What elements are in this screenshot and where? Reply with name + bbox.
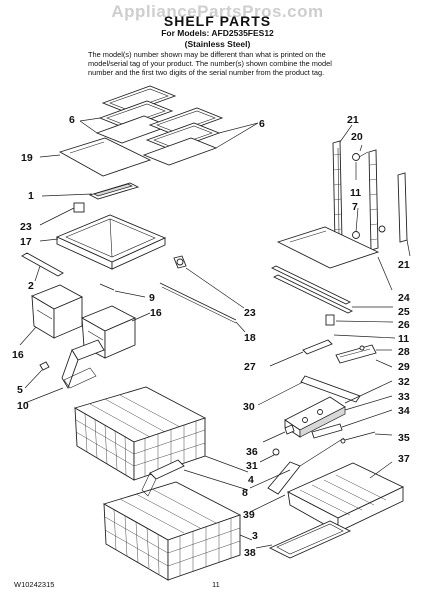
model-line: For Models: AFD2535FES12 [161,28,274,38]
lower-slide-bracket [257,375,361,406]
rod-clip [173,255,245,309]
variant-line: (Stainless Steel) [184,39,251,49]
callout-2: 2 [28,280,34,292]
small-screw [262,424,295,443]
callout-6-left: 6 [69,114,75,126]
callout-4: 4 [248,474,254,486]
control-knob [311,409,393,439]
callout-35: 35 [398,432,410,444]
callout-32: 32 [398,376,410,388]
upper-wire-basket [73,386,249,481]
callout-8: 9 [149,292,155,304]
drawer-bracket [24,339,105,404]
deli-trim [255,520,352,559]
crisper-cover-frame [39,182,167,270]
drawer-slide-assembly [335,344,393,368]
callout-1: 1 [28,190,34,202]
callout-labels: 6 6 19 1 23 17 2 9 16 16 5 10 23 18 21 2… [12,114,410,559]
right-rail-center [368,149,379,251]
callout-18: 17 [20,236,32,248]
glass-shelf [39,137,152,177]
screw-left [24,361,50,389]
callout-11-right: 11 [398,333,409,345]
callout-37: 37 [398,453,410,465]
callout-26: 26 [398,319,410,331]
callout-39: 39 [243,509,255,521]
shelf-frame-left [79,85,177,144]
center-rod [159,282,246,333]
callout-9: 10 [17,400,29,412]
callout-20: 20 [351,131,363,143]
right-rail-outer [397,172,411,257]
crisper-drawer-left [19,284,84,346]
callout-30: 30 [243,401,255,413]
callout-23-center: 23 [244,307,256,319]
pin [99,283,146,298]
callout-5: 3 [252,530,258,542]
basket-leads [249,469,291,489]
callout-6-right: 6 [259,118,265,130]
trim-clip [325,314,394,326]
callout-27: 27 [244,361,256,373]
callout-31: 31 [246,460,258,472]
screw-31 [259,448,280,463]
callout-21-right: 21 [398,259,410,271]
callout-17: 18 [244,332,256,344]
callout-36: 36 [246,446,258,458]
slide-rail [21,252,64,282]
callout-29: 29 [398,361,410,373]
damper-cover [267,437,345,495]
callout-28: 28 [398,346,410,358]
callout-11-top: 11 [350,187,361,199]
document-number: W10242315 [14,580,55,589]
lower-wire-basket [102,481,253,581]
right-rail-left [332,124,353,243]
slide-39-link [249,494,286,513]
rail-screws [352,144,386,239]
callout-33: 33 [398,391,410,403]
callout-7: 7 [352,201,358,213]
callout-34: 34 [398,405,410,417]
callout-16-right: 16 [150,307,162,319]
callout-10: 8 [242,487,248,499]
callout-24: 24 [398,292,410,304]
callout-25: 25 [398,306,410,318]
basket-divider [141,459,249,497]
sensor-wire [340,431,393,444]
model-note: The model(s) number shown may be differe… [88,50,332,77]
page-title: SHELF PARTS [163,13,272,29]
shelf-frame-right [142,107,259,166]
callout-38: 38 [244,547,256,559]
trim-bracket [269,334,396,367]
page-number: 11 [212,580,220,589]
callout-16-left: 16 [12,349,24,361]
right-glass-shelf [270,226,393,314]
watermark: AppliancePartsPros.com [111,2,324,21]
callout-3: 5 [17,384,23,396]
callout-23-left: 23 [20,221,32,233]
deli-tray [286,461,405,533]
control-housing [284,380,393,438]
callout-21-top: 21 [347,114,359,126]
callout-19: 19 [21,152,33,164]
